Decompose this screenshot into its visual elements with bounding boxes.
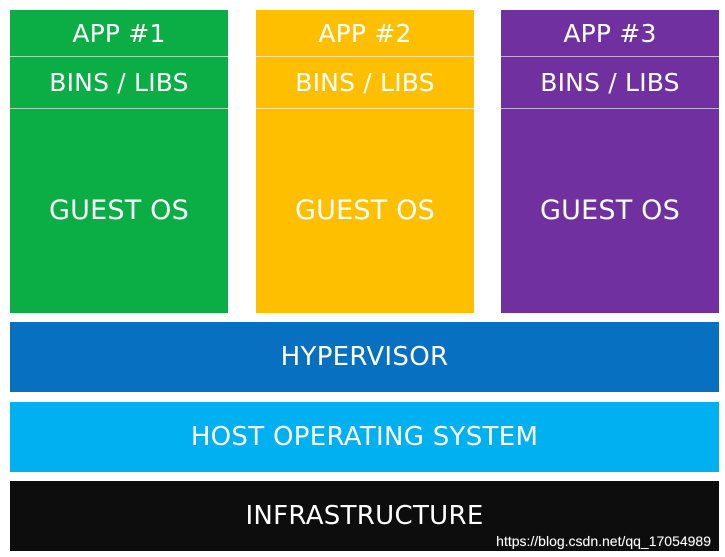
app-label-2: APP #2 [318, 18, 412, 48]
vm-column-3: APP #3 BINS / LIBS GUEST OS [501, 10, 719, 313]
guest-os-label-1: GUEST OS [49, 195, 189, 226]
guest-os-label-3: GUEST OS [540, 195, 680, 226]
vm-column-2: APP #2 BINS / LIBS GUEST OS [256, 10, 474, 313]
guest-os-label-2: GUEST OS [295, 195, 435, 226]
bins-libs-label-2: BINS / LIBS [256, 56, 474, 109]
infrastructure-label: INFRASTRUCTURE [245, 501, 484, 531]
hypervisor-layer: HYPERVISOR [10, 322, 719, 392]
vm-column-1: APP #1 BINS / LIBS GUEST OS [10, 10, 228, 313]
infrastructure-layer: INFRASTRUCTURE [10, 481, 719, 551]
bins-libs-label-3: BINS / LIBS [501, 56, 719, 109]
host-os-layer: HOST OPERATING SYSTEM [10, 402, 719, 472]
bins-libs-label-1: BINS / LIBS [10, 56, 228, 109]
watermark-url: https://blog.csdn.net/qq_17054989 [496, 533, 711, 549]
app-label-3: APP #3 [563, 18, 657, 48]
app-label-1: APP #1 [72, 18, 166, 48]
